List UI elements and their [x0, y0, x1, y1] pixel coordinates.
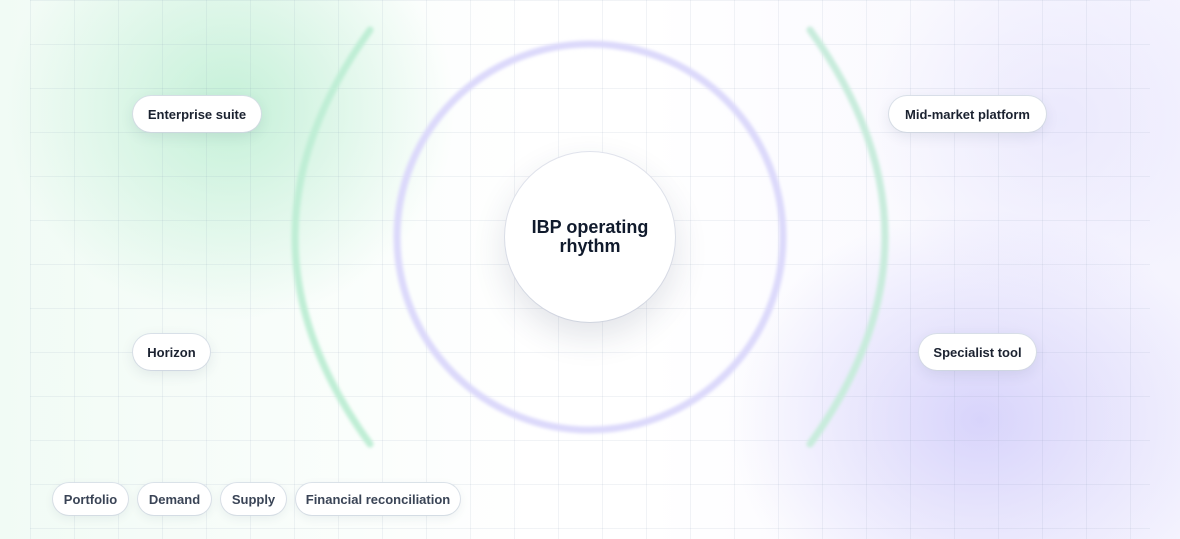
- node-mid-market-platform[interactable]: Mid-market platform: [889, 96, 1046, 132]
- node-horizon[interactable]: Horizon: [133, 334, 210, 370]
- center-hub: IBP operating rhythm: [505, 152, 675, 322]
- chip-demand[interactable]: Demand: [138, 483, 211, 515]
- purple-ring: [393, 40, 787, 434]
- center-title: IBP operating rhythm: [531, 217, 649, 256]
- node-specialist-tool[interactable]: Specialist tool: [919, 334, 1036, 370]
- chip-supply[interactable]: Supply: [221, 483, 286, 515]
- right-green-arc: [806, 26, 889, 448]
- chip-financial-reconciliation[interactable]: Financial reconciliation: [296, 483, 460, 515]
- chip-portfolio[interactable]: Portfolio: [53, 483, 128, 515]
- left-green-arc: [291, 26, 374, 448]
- node-enterprise-suite[interactable]: Enterprise suite: [133, 96, 261, 132]
